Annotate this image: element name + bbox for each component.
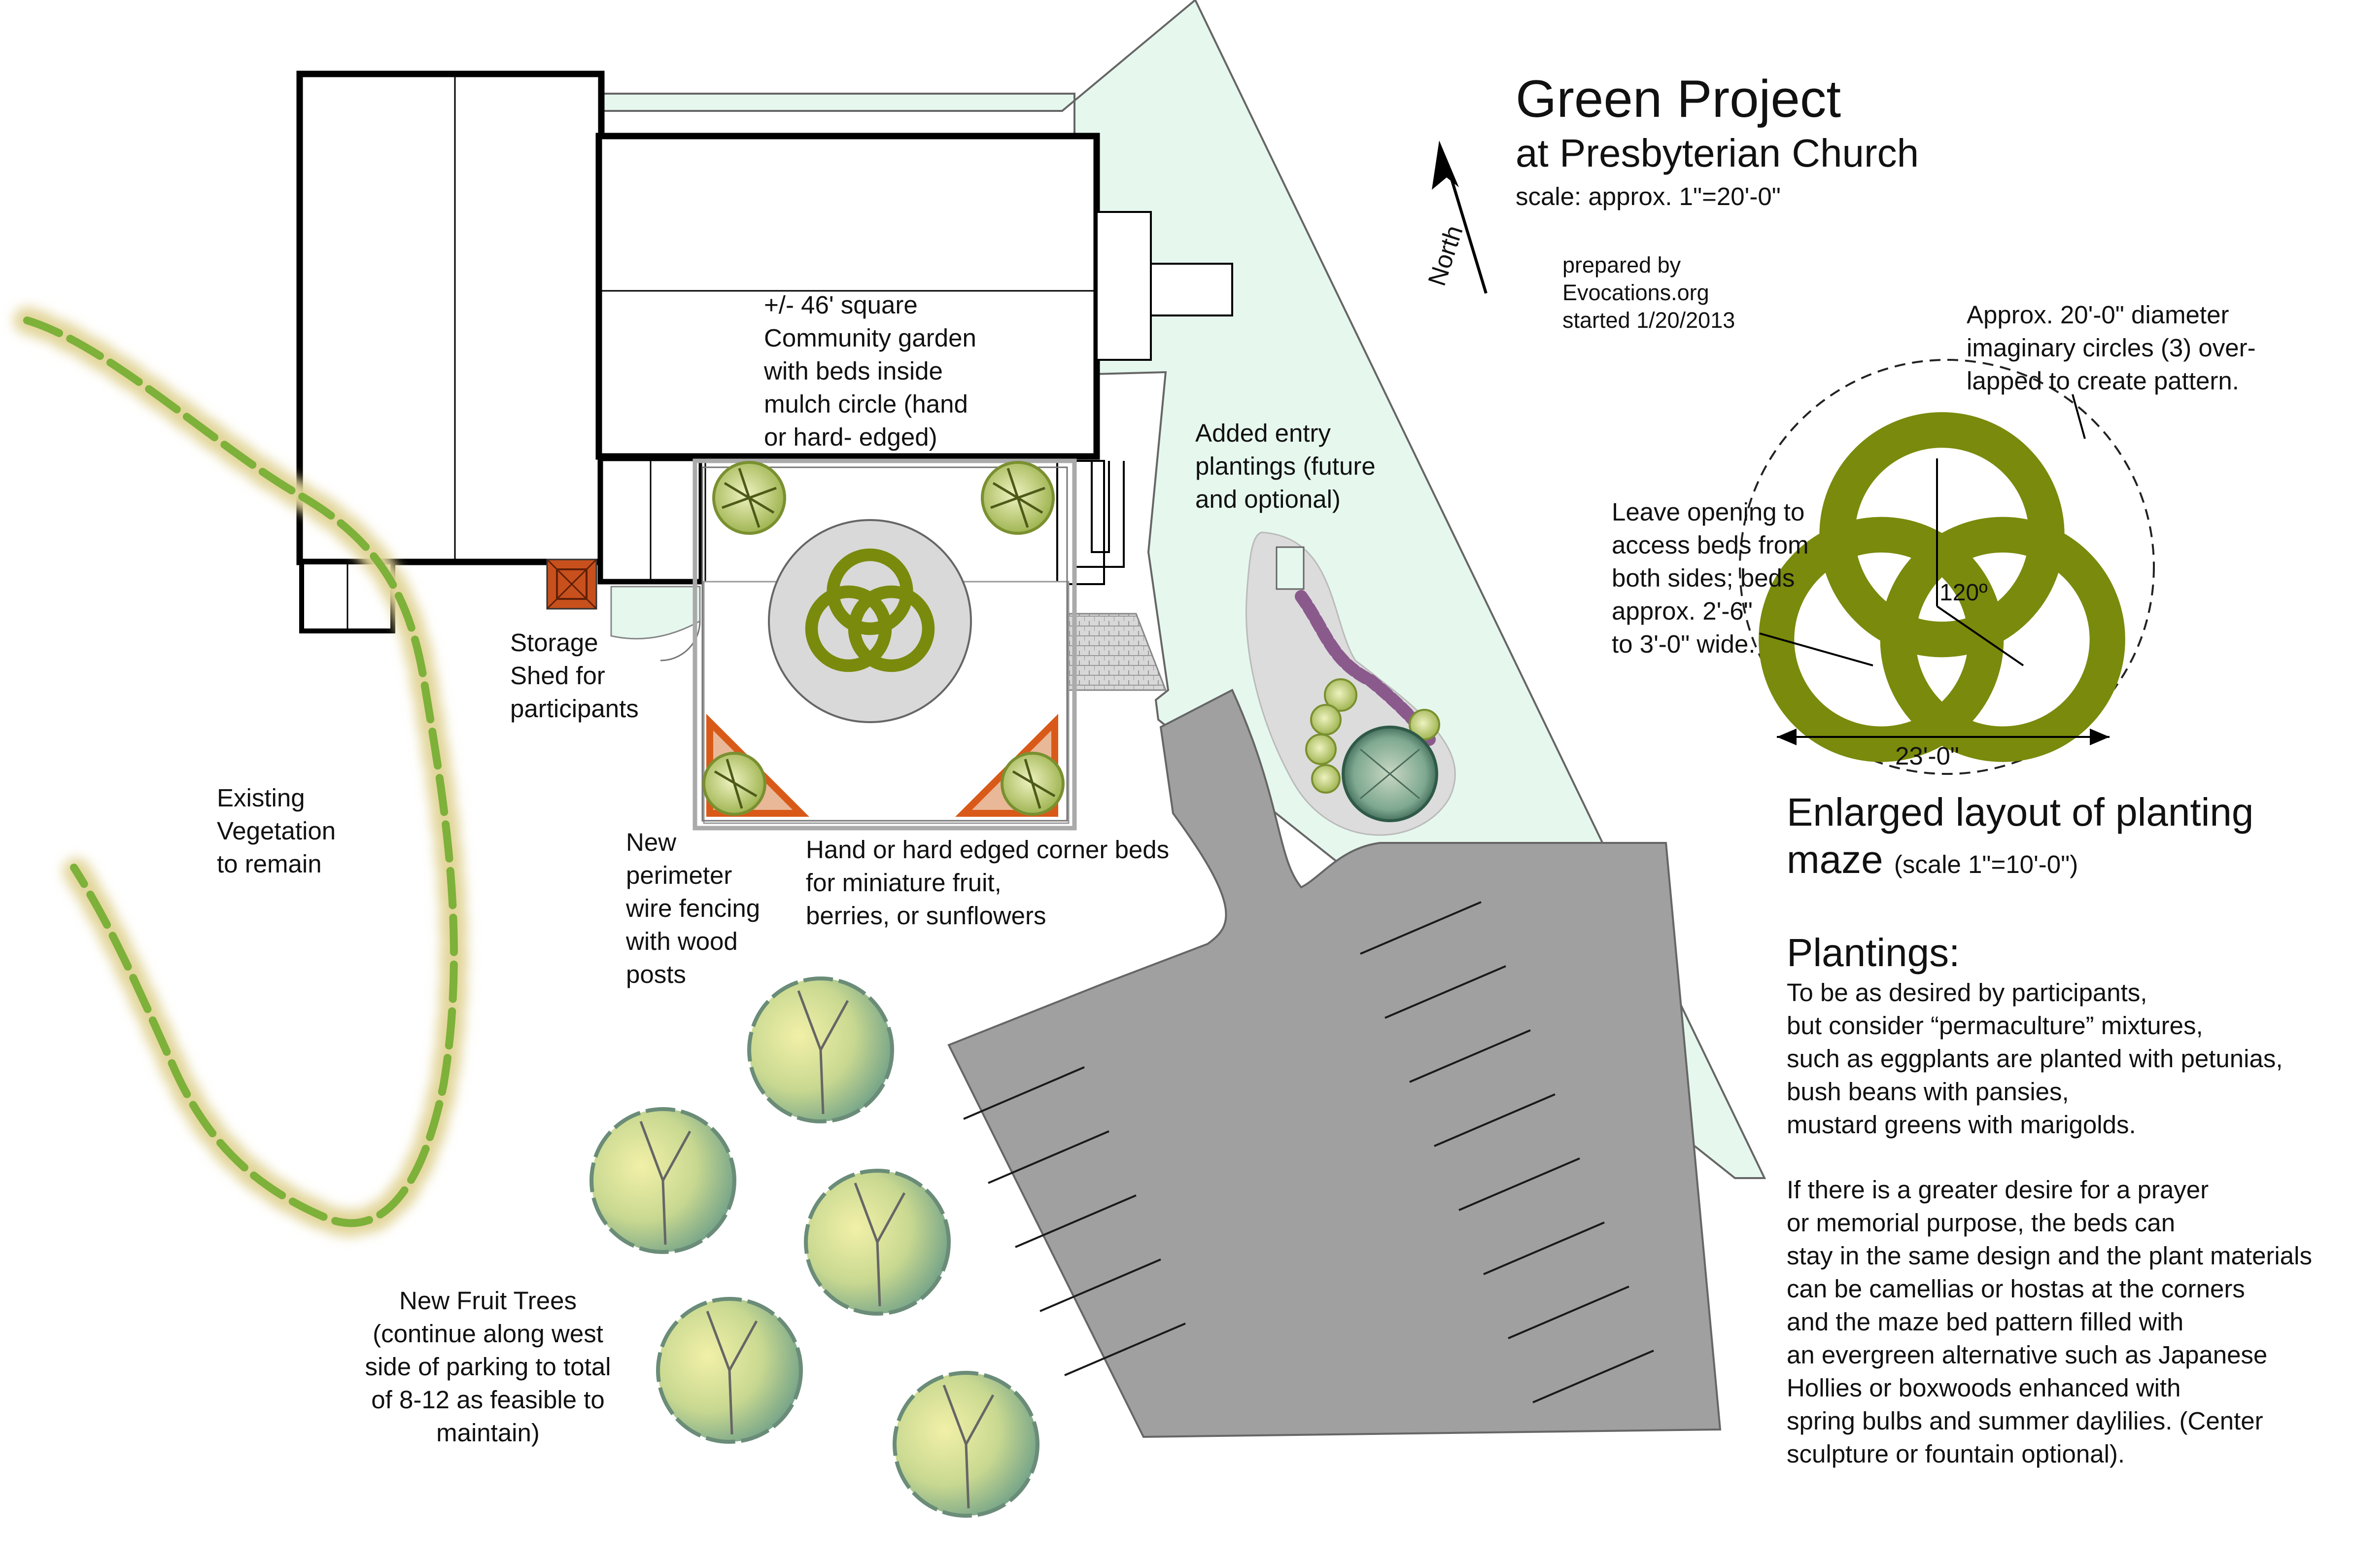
fruit-tree-icon <box>747 976 894 1123</box>
fruit-tree-icon <box>656 1297 803 1444</box>
entry-plantings-label: Added entry plantings (future and option… <box>1195 419 1376 513</box>
shrub-icon <box>981 461 1055 535</box>
fruit-tree-icon <box>893 1371 1039 1518</box>
page-title: Green Project <box>1516 69 1841 128</box>
shrub-icon <box>712 461 786 535</box>
maze-diagram <box>1739 359 2155 775</box>
fountain-icon <box>1342 726 1438 822</box>
page-subtitle: at Presbyterian Church <box>1516 131 1919 175</box>
storage-shed <box>546 558 597 610</box>
maze-width-label: 23'-0" <box>1895 742 1959 770</box>
maze-angle-label: 120º <box>1939 580 1988 606</box>
plantings-para-2: If there is a greater desire for a praye… <box>1787 1176 2312 1468</box>
corner-beds-label: Hand or hard edged corner beds for minia… <box>806 836 1170 930</box>
fruit-trees-label: New Fruit Trees (continue along west sid… <box>365 1287 611 1447</box>
entry-plantings <box>1245 531 1456 836</box>
fencing-label: New perimeter wire fencing with wood pos… <box>626 828 761 988</box>
existing-vegetation-label: Existing Vegetation to remain <box>217 784 336 878</box>
entry-pad <box>610 586 701 640</box>
fruit-trees <box>589 976 1039 1518</box>
maze-heading-scale: (scale 1"=10'-0") <box>1894 850 2078 878</box>
shrub-icon <box>702 752 766 816</box>
community-garden <box>692 458 1077 831</box>
maze-opening-note: Leave opening to access beds from both s… <box>1612 498 1809 658</box>
map-scale: scale: approx. 1"=20'-0" <box>1516 182 1781 210</box>
maze-circles-note: Approx. 20'-0" diameter imaginary circle… <box>1967 301 2256 395</box>
plantings-heading: Plantings: <box>1787 931 1960 975</box>
church-building <box>296 70 1233 633</box>
fruit-tree-icon <box>589 1107 736 1254</box>
existing-vegetation-hedge <box>13 307 468 1237</box>
prepared-by: prepared by Evocations.org started 1/20/… <box>1562 252 1735 333</box>
garden-label: +/- 46' square Community garden with bed… <box>764 291 976 451</box>
storage-shed-label: Storage Shed for participants <box>510 628 639 723</box>
maze-heading: Enlarged layout of planting maze (scale … <box>1787 790 2254 881</box>
north-arrow-icon <box>1432 140 1488 294</box>
brick-walkway <box>1066 613 1167 691</box>
parking-lot <box>947 689 1722 1438</box>
fruit-tree-icon <box>804 1169 951 1316</box>
plantings-para-1: To be as desired by participants, but co… <box>1787 978 2283 1139</box>
shrub-icon <box>1001 752 1065 816</box>
